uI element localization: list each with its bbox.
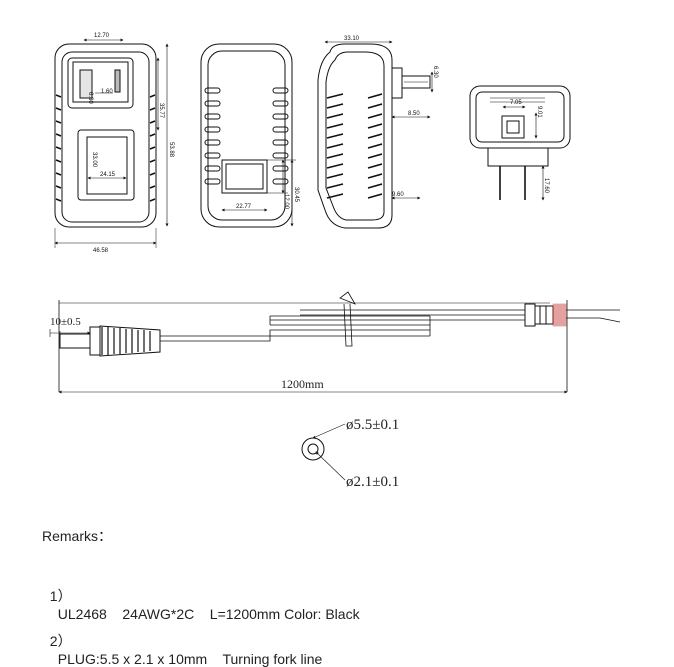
- remarks-title: Remarks：: [42, 528, 113, 544]
- dim-front-pin-width: 1.60: [101, 89, 113, 95]
- dim-bottom-prong-length: 17.60: [543, 178, 549, 194]
- remarks-item-2-text: PLUG:5.5 x 2.1 x 10mm Turning fork line: [57, 651, 323, 667]
- dim-bottom-square-width: 7.05: [510, 100, 522, 106]
- dim-back-window-offset: 30.45: [293, 187, 299, 203]
- remarks-item-2-index: 2）: [49, 633, 72, 649]
- dim-bottom-square-height: 9.01: [536, 106, 542, 118]
- dim-front-total-width: 46.58: [93, 248, 109, 254]
- plug-tip-length-label: 10±0.5: [50, 316, 81, 328]
- dim-back-window-height: 12.00: [283, 194, 289, 210]
- remarks-item-1: 1） UL2468 24AWG*2C L=1200mm Color: Black: [42, 570, 360, 622]
- remarks-item-1-text: UL2468 24AWG*2C L=1200mm Color: Black: [57, 606, 360, 622]
- cable-length-label: 1200mm: [281, 377, 324, 391]
- dim-side-bottom-offset: 9.60: [392, 192, 404, 198]
- dim-front-upper-height: 35.77: [158, 103, 164, 119]
- dim-front-slot-height: 6.30: [87, 92, 93, 104]
- outer-diameter-label: ø5.5±0.1: [346, 417, 399, 433]
- cable-drawing: [49, 291, 621, 394]
- dim-back-window-width: 22.77: [236, 204, 252, 210]
- dim-front-inner-height: 33.00: [91, 152, 97, 168]
- remarks-item-1-index: 1）: [49, 588, 72, 604]
- front-view: [54, 38, 169, 248]
- plug-cross-section: [301, 423, 346, 481]
- dim-front-total-height: 53.88: [168, 142, 174, 158]
- side-view: [317, 40, 434, 229]
- dim-front-top-width: 12.70: [94, 33, 110, 39]
- inner-diameter-label: ø2.1±0.1: [346, 474, 399, 490]
- back-view: [200, 43, 296, 228]
- dim-side-prong-height: 6.30: [432, 66, 438, 78]
- remarks-item-2: 2） PLUG:5.5 x 2.1 x 10mm Turning fork li…: [42, 615, 323, 667]
- dim-side-depth: 33.10: [344, 36, 360, 42]
- bottom-view: [469, 85, 571, 201]
- dim-front-inner-width: 24.15: [100, 172, 116, 178]
- dim-side-prong-length: 8.50: [408, 111, 420, 117]
